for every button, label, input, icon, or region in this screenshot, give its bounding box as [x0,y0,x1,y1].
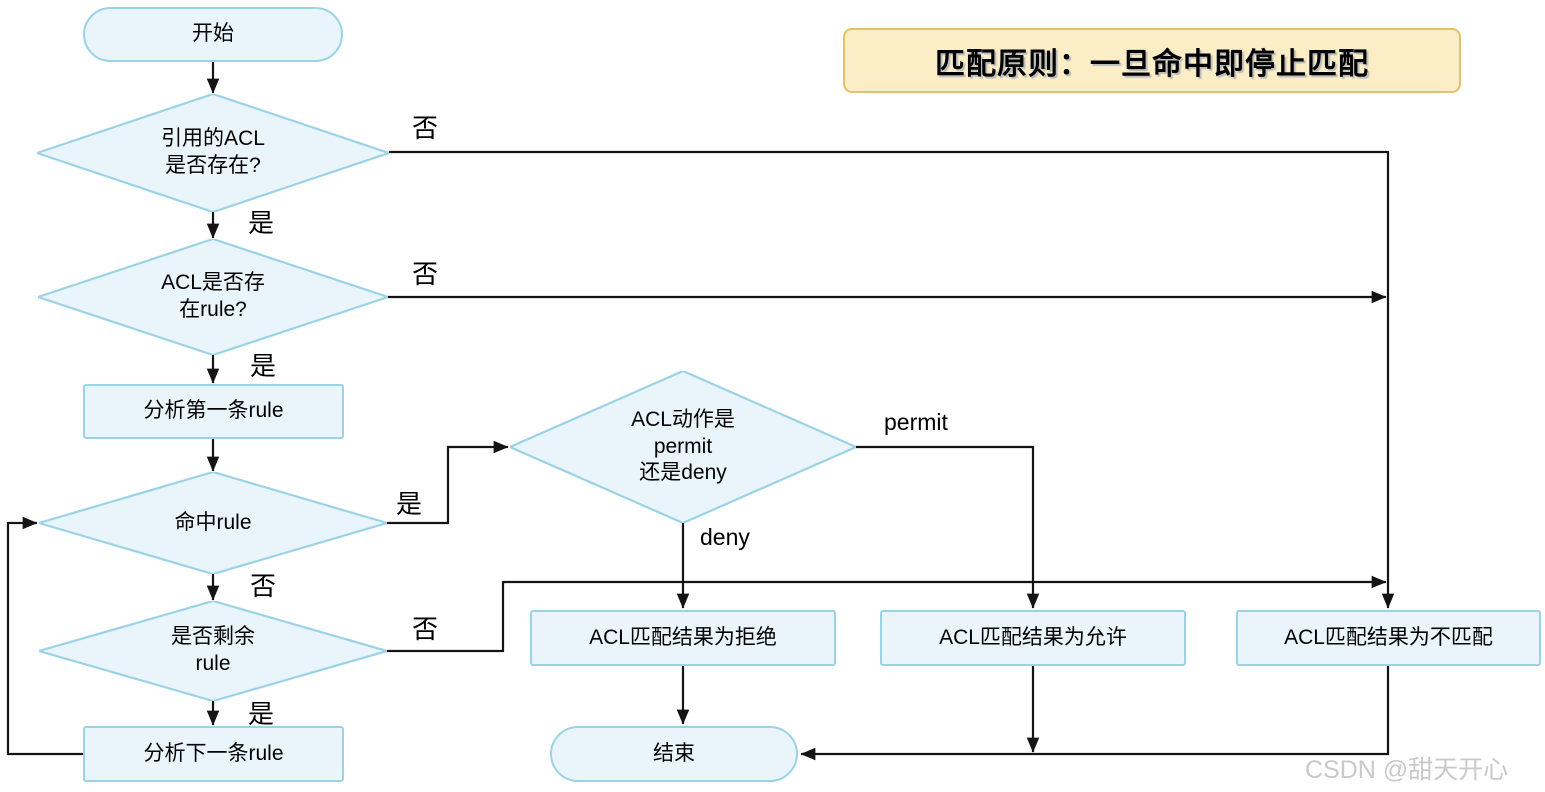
label-acl-has-rule-yes: 是 [250,351,277,381]
label-acl-action-deny: deny [700,524,750,550]
decision-acl-has-rule-label: ACL是否存 在rule? [161,271,265,321]
label-acl-has-rule-no: 否 [412,259,439,289]
result-permit-label: ACL匹配结果为允许 [939,625,1127,649]
result-no-match-label: ACL匹配结果为不匹配 [1284,625,1493,649]
edge-result-no-match-to-end [800,666,1390,761]
result-no-match-node: ACL匹配结果为不匹配 [1236,610,1541,666]
decision-rules-remaining-label: 是否剩余 rule [171,625,255,675]
process-analyze-first-rule-label: 分析第一条rule [143,399,284,423]
diamond-shape [39,472,387,574]
diamond-shape [37,94,389,212]
csdn-watermark: CSDN @甜天开心 [1305,756,1509,784]
decision-acl-has-rule: ACL是否存 在rule? [38,239,388,355]
label-acl-action-permit: permit [884,409,948,435]
decision-acl-action: ACL动作是 permit 还是deny [510,371,856,523]
edge-rules-remaining-no [387,575,1387,653]
start-label: 开始 [192,22,234,46]
end-node: 结束 [550,726,798,782]
process-analyze-next-rule-label: 分析下一条rule [143,741,284,765]
label-hit-rule-yes: 是 [396,489,423,519]
process-analyze-first-rule: 分析第一条rule [83,384,344,439]
start-node: 开始 [83,7,343,62]
label-rules-remaining-yes: 是 [248,699,275,729]
result-deny-label: ACL匹配结果为拒绝 [589,625,777,649]
edge-loop-analyze-next-to-hit-rule [6,516,83,756]
label-hit-rule-no: 否 [250,571,277,601]
result-deny-node: ACL匹配结果为拒绝 [530,610,836,666]
decision-hit-rule-label: 命中rule [174,510,252,534]
label-rules-remaining-no: 否 [412,614,439,644]
decision-acl-action-label: ACL动作是 permit 还是deny [631,407,735,485]
label-acl-exists-no: 否 [412,113,439,143]
edge-hit-rule-yes [387,440,509,525]
edge-acl-action-permit [856,445,1040,609]
label-acl-exists-yes: 是 [248,208,275,238]
process-analyze-next-rule: 分析下一条rule [83,726,344,782]
diamond-shape [39,601,387,701]
decision-rules-remaining: 是否剩余 rule [39,601,387,701]
edge-acl-exists-no-trunk [389,150,1395,609]
decision-hit-rule: 命中rule [39,472,387,574]
diamond-shape [510,371,856,523]
principle-banner-text: 匹配原则：一旦命中即停止匹配 [935,47,1369,81]
end-label: 结束 [653,741,695,765]
decision-acl-exists: 引用的ACL 是否存在? [37,94,389,212]
principle-banner: 匹配原则：一旦命中即停止匹配 [843,28,1461,93]
diamond-shape [38,239,388,355]
result-permit-node: ACL匹配结果为允许 [880,610,1186,666]
decision-acl-exists-label: 引用的ACL 是否存在? [161,127,265,177]
